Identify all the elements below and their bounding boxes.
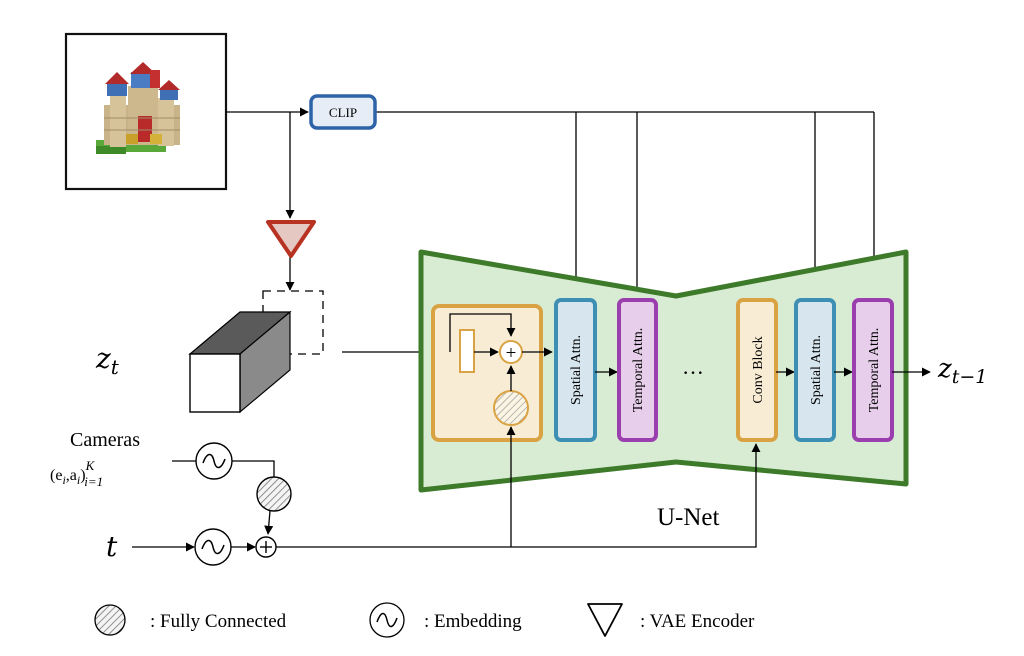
ellipsis: ··· — [682, 360, 704, 385]
fc-legend-icon — [94, 604, 126, 636]
legend-vae-label: : VAE Encoder — [640, 611, 755, 632]
spatial-attn-right: Spatial Attn. — [794, 298, 836, 442]
temporal-attn-right: Temporal Attn. — [852, 298, 894, 442]
sum-symbol: + — [506, 343, 517, 364]
temporal-attn-left-label: Temporal Attn. — [631, 328, 646, 413]
vae-encoder-triangle — [266, 220, 316, 258]
temporal-attn-right-label: Temporal Attn. — [867, 328, 882, 413]
cameras-title: Cameras — [70, 429, 140, 451]
clip-connections — [226, 107, 879, 300]
temporal-attn-left: Temporal Attn. — [617, 298, 658, 442]
legend-fc-label: : Fully Connected — [150, 611, 287, 632]
spatial-attn-left: Spatial Attn. — [554, 298, 597, 442]
conv-block: Conv Block — [736, 298, 778, 442]
spatial-attn-right-label: Spatial Attn. — [809, 335, 824, 405]
input-image — [64, 32, 228, 191]
output-label: zt−1 — [937, 354, 987, 388]
conv-block-label: Conv Block — [751, 336, 766, 403]
timestep-embedding — [132, 426, 761, 566]
latent-label: zt — [95, 342, 120, 379]
vae-legend-icon — [587, 603, 623, 637]
camera-embedding — [172, 442, 292, 535]
timestep-label: t — [106, 530, 118, 563]
latent-cube — [188, 290, 324, 414]
resblock-detail: + — [431, 304, 553, 442]
legend: : Fully Connected : Embedding : VAE Enco… — [94, 602, 755, 638]
clip-encoder: CLIP — [309, 94, 377, 130]
embedding-legend-icon — [369, 602, 405, 638]
legend-emb-label: : Embedding — [424, 611, 522, 632]
clip-label: CLIP — [329, 105, 357, 120]
castle-image — [96, 62, 180, 154]
unet-label: U-Net — [657, 504, 720, 531]
spatial-attn-left-label: Spatial Attn. — [569, 335, 584, 405]
